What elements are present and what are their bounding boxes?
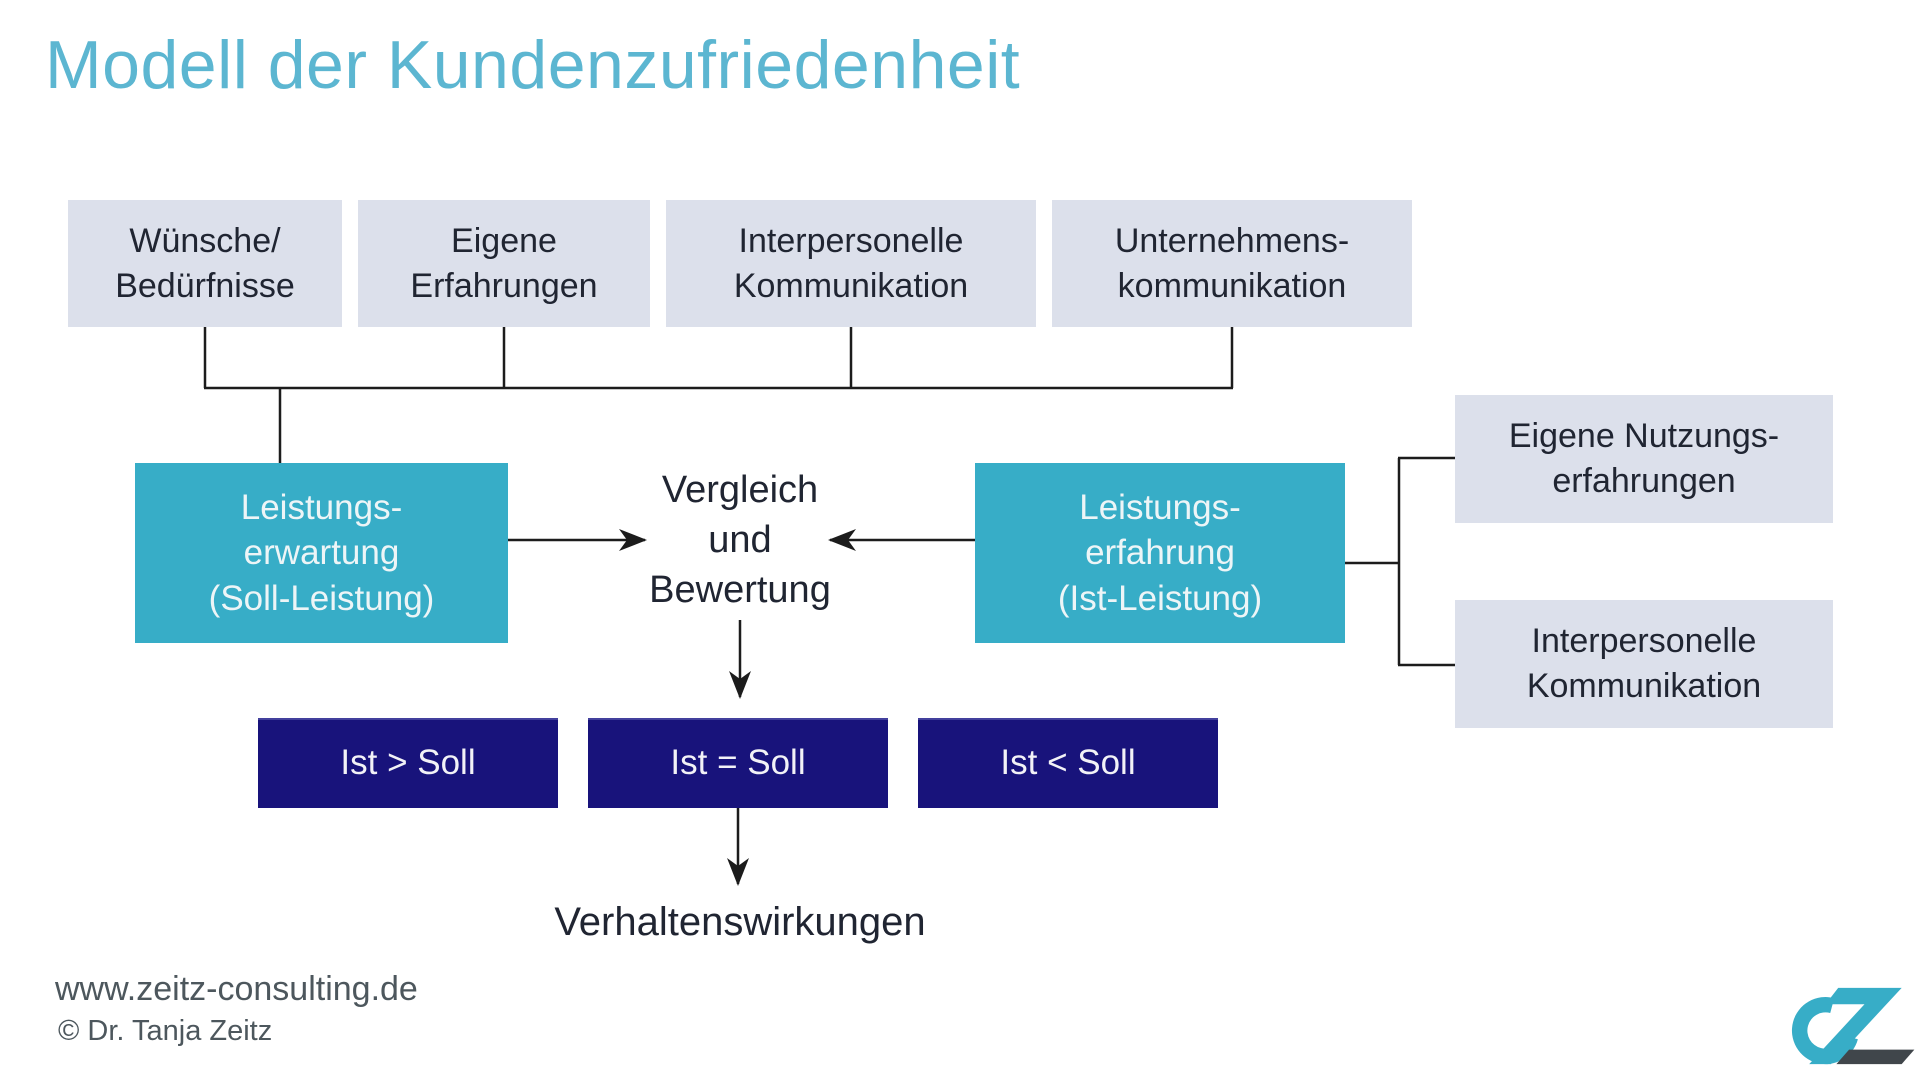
footer-website: www.zeitz-consulting.de	[55, 970, 418, 1008]
logo-z-shape	[1809, 987, 1902, 1065]
expectation-box-soll-leistung: Leistungs- erwartung (Soll-Leistung)	[135, 463, 508, 643]
logo-z-bottom-bar	[1836, 1049, 1915, 1065]
comparison-label: Vergleich und Bewertung	[649, 468, 831, 612]
source-box-interpersonelle-kommunikation: Interpersonelle Kommunikation	[1455, 600, 1833, 728]
experience-box-ist-leistung: Leistungs- erfahrung (Ist-Leistung)	[975, 463, 1345, 643]
factor-box-unternehmenskommunikation: Unternehmens- kommunikation	[1052, 200, 1412, 327]
outcome-box-ist-kleiner-soll: Ist < Soll	[918, 718, 1218, 808]
factor-box-eigene-erfahrungen: Eigene Erfahrungen	[358, 200, 650, 327]
outcome-box-ist-groesser-soll: Ist > Soll	[258, 718, 558, 808]
page-title: Modell der Kundenzufriedenheit	[45, 27, 1021, 103]
outcome-box-ist-gleich-soll: Ist = Soll	[588, 718, 888, 808]
behavior-effects-label: Verhaltenswirkungen	[554, 900, 926, 944]
factor-box-wuensche-beduerfnisse: Wünsche/ Bedürfnisse	[68, 200, 342, 327]
factor-box-interpersonelle-kommunikation: Interpersonelle Kommunikation	[666, 200, 1036, 327]
source-box-eigene-nutzungserfahrungen: Eigene Nutzungs- erfahrungen	[1455, 395, 1833, 523]
zeitz-consulting-logo	[1791, 987, 1915, 1065]
footer-copyright: © Dr. Tanja Zeitz	[58, 1015, 273, 1047]
